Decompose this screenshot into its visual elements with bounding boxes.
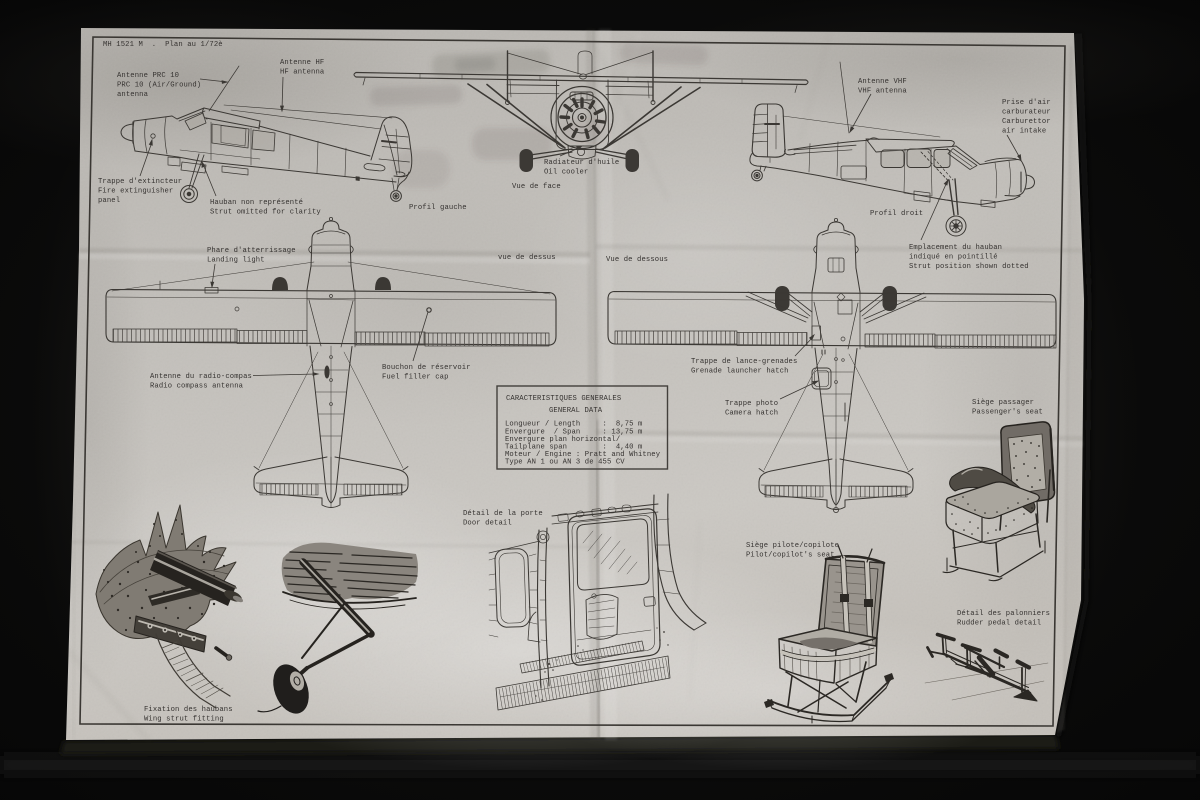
svg-text:CARACTERISTIQUES GENERALES: CARACTERISTIQUES GENERALES bbox=[506, 395, 621, 403]
svg-text:Vue de face: Vue de face bbox=[512, 183, 561, 191]
svg-text:Radio compass antenna: Radio compass antenna bbox=[150, 383, 244, 391]
svg-text:panel: panel bbox=[98, 197, 120, 205]
svg-text:Pilot/copilot's seat: Pilot/copilot's seat bbox=[746, 552, 835, 560]
svg-text:Passenger's seat: Passenger's seat bbox=[972, 409, 1043, 417]
svg-text:Antenne PRC 10: Antenne PRC 10 bbox=[117, 72, 179, 80]
svg-text:Longueur / Length : 8,75: Longueur / Length : 8,75 m bbox=[505, 421, 642, 429]
svg-text:Rudder pedal detail: Rudder pedal detail bbox=[957, 620, 1041, 628]
svg-text:vue de dessus: vue de dessus bbox=[498, 254, 556, 262]
svg-text:air intake: air intake bbox=[1002, 128, 1046, 136]
svg-text:Door detail: Door detail bbox=[463, 520, 512, 528]
svg-text:Trappe de lance-grenades: Trappe de lance-grenades bbox=[691, 358, 797, 366]
svg-text:GENERAL DATA: GENERAL DATA bbox=[549, 407, 603, 415]
svg-text:Phare d'atterrissage: Phare d'atterrissage bbox=[207, 247, 296, 255]
svg-text:Landing light: Landing light bbox=[207, 257, 265, 265]
svg-text:Emplacement du hauban: Emplacement du hauban bbox=[909, 244, 1002, 252]
svg-text:Détail des palonniers: Détail des palonniers bbox=[957, 610, 1050, 618]
svg-text:PRC 10 (Air/Ground): PRC 10 (Air/Ground) bbox=[117, 82, 201, 90]
svg-text:Prise d'air: Prise d'air bbox=[1002, 99, 1051, 107]
svg-text:Trappe photo: Trappe photo bbox=[725, 400, 778, 408]
svg-text:Antenne HF: Antenne HF bbox=[280, 59, 324, 67]
svg-text:Tailplane span : 4,40: Tailplane span : 4,40 m bbox=[505, 444, 642, 452]
svg-text:Siège passager: Siège passager bbox=[972, 399, 1034, 407]
svg-text:Vue de dessous: Vue de dessous bbox=[606, 256, 668, 264]
svg-text:Profil droit: Profil droit bbox=[870, 210, 923, 218]
svg-text:Bouchon de réservoir: Bouchon de réservoir bbox=[382, 364, 471, 372]
svg-text:Antenne VHF: Antenne VHF bbox=[858, 78, 907, 86]
svg-text:Trappe d'extincteur: Trappe d'extincteur bbox=[98, 178, 182, 186]
svg-text:Strut omitted for clarity: Strut omitted for clarity bbox=[210, 209, 321, 217]
svg-text:Hauban non représenté: Hauban non représenté bbox=[210, 199, 303, 207]
svg-text:VHF antenna: VHF antenna bbox=[858, 88, 907, 96]
svg-text:Fuel filler cap: Fuel filler cap bbox=[382, 374, 449, 382]
svg-text:indiqué en pointillé: indiqué en pointillé bbox=[909, 254, 998, 262]
svg-text:antenna: antenna bbox=[117, 91, 149, 99]
svg-text:carburateur: carburateur bbox=[1002, 109, 1051, 117]
svg-text:Antenne du radio-compas: Antenne du radio-compas bbox=[150, 373, 252, 381]
svg-text:Grenade launcher hatch: Grenade launcher hatch bbox=[691, 368, 789, 376]
svg-text:HF antenna: HF antenna bbox=[280, 69, 325, 77]
svg-text:Profil gauche: Profil gauche bbox=[409, 204, 467, 212]
svg-text:Type AN 1 ou AN 3 de 455 CV: Type AN 1 ou AN 3 de 455 CV bbox=[505, 459, 625, 467]
svg-text:Moteur / Engine : Pratt and Wh: Moteur / Engine : Pratt and Whitney bbox=[505, 451, 661, 459]
svg-text:Carburettor: Carburettor bbox=[1002, 118, 1051, 126]
svg-text:Fixation des haubans: Fixation des haubans bbox=[144, 706, 233, 714]
svg-text:Oil cooler: Oil cooler bbox=[544, 169, 588, 177]
svg-text:Envergure plan horizontal/: Envergure plan horizontal/ bbox=[505, 436, 620, 444]
svg-text:Détail de la porte: Détail de la porte bbox=[463, 510, 543, 518]
svg-text:Siège pilote/copilote: Siège pilote/copilote bbox=[746, 542, 839, 550]
svg-text:Radiateur d'huile: Radiateur d'huile bbox=[544, 159, 619, 167]
svg-text:Wing strut fitting: Wing strut fitting bbox=[144, 716, 224, 724]
svg-text:Fire extinguisher: Fire extinguisher bbox=[98, 188, 173, 196]
svg-text:Strut position shown dotted: Strut position shown dotted bbox=[909, 263, 1029, 271]
svg-text:Envergure / Span : 13,75: Envergure / Span : 13,75 m bbox=[505, 429, 642, 437]
svg-text:MH 1521 M . Plan au 1/72è: MH 1521 M . Plan au 1/72è bbox=[103, 41, 223, 49]
svg-text:Camera hatch: Camera hatch bbox=[725, 410, 778, 418]
